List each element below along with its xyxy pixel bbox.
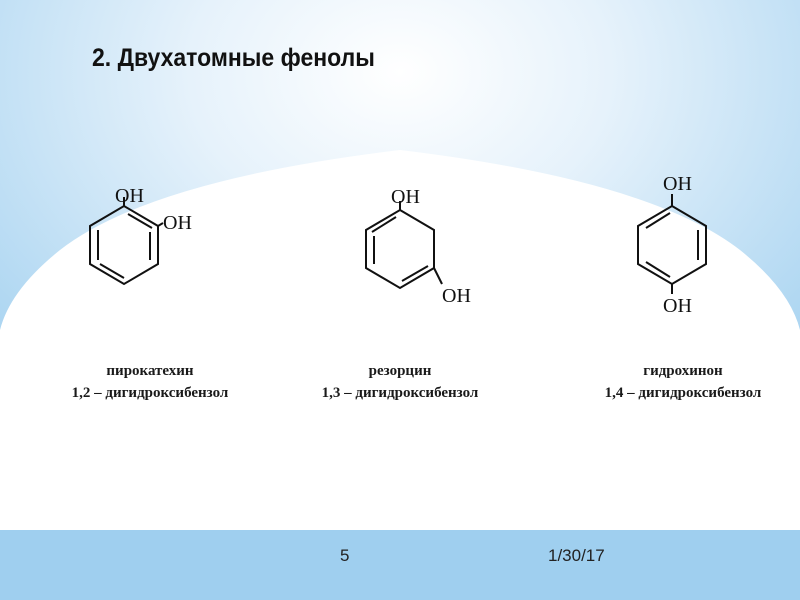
hydroquinone-name: гидрохинон — [643, 363, 723, 379]
resorcinol-name: резорцин — [368, 363, 432, 379]
hydroquinone-structure — [637, 194, 707, 294]
catechol-oh-2: OH — [163, 212, 192, 234]
page-number: 5 — [340, 546, 350, 565]
resorcinol-oh-2: OH — [442, 285, 471, 307]
hydroquinone-caption: гидрохинон 1,4 – дигидроксибензол — [563, 360, 800, 404]
slide-date: 1/30/17 — [548, 546, 605, 565]
catechol-structure — [89, 197, 164, 286]
slide-title: 2. Двухатомные фенолы — [92, 44, 375, 72]
resorcinol-iupac: 1,3 – дигидроксибензол — [321, 385, 479, 401]
catechol-iupac: 1,2 – дигидроксибензол — [71, 385, 229, 401]
resorcinol-caption: резорцин 1,3 – дигидроксибензол — [280, 360, 520, 404]
hydroquinone-oh-2: OH — [663, 295, 692, 317]
resorcinol-oh-1: OH — [391, 186, 420, 208]
hydroquinone-oh-1: OH — [663, 173, 692, 195]
hydroquinone-iupac: 1,4 – дигидроксибензол — [604, 385, 762, 401]
catechol-caption: пирокатехин 1,2 – дигидроксибензол — [30, 360, 270, 404]
resorcinol-structure — [365, 201, 443, 290]
catechol-oh-1: OH — [115, 185, 144, 207]
catechol-name: пирокатехин — [106, 363, 194, 379]
